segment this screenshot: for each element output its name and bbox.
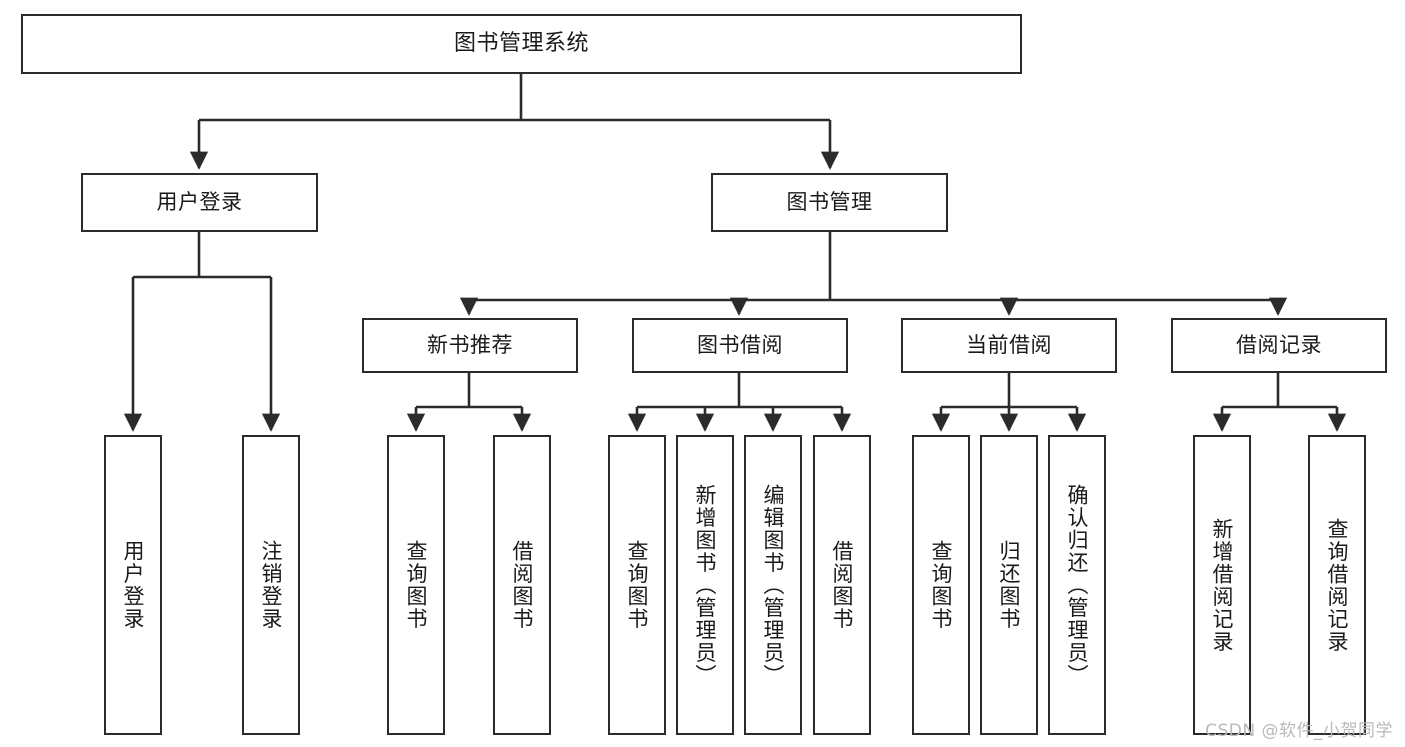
node-leaf-add-borrow-record[interactable]: 新增借阅记录 bbox=[1193, 435, 1251, 735]
node-root-system[interactable]: 图书管理系统 bbox=[21, 14, 1022, 74]
node-leaf-add-book-admin[interactable]: 新增图书（管理员） bbox=[676, 435, 734, 735]
node-leaf-add-borrow-record-label: 新增借阅记录 bbox=[1210, 517, 1235, 653]
node-book-management[interactable]: 图书管理 bbox=[711, 173, 948, 232]
node-user-login[interactable]: 用户登录 bbox=[81, 173, 318, 232]
node-leaf-cb-query-book[interactable]: 查询图书 bbox=[912, 435, 970, 735]
node-borrow-record[interactable]: 借阅记录 bbox=[1171, 318, 1387, 373]
node-leaf-nb-query-book[interactable]: 查询图书 bbox=[387, 435, 445, 735]
node-leaf-query-borrow-record-label: 查询借阅记录 bbox=[1325, 517, 1350, 653]
node-leaf-confirm-return-admin[interactable]: 确认归还（管理员） bbox=[1048, 435, 1106, 735]
node-root-system-label: 图书管理系统 bbox=[453, 31, 589, 57]
node-leaf-query-borrow-record[interactable]: 查询借阅记录 bbox=[1308, 435, 1366, 735]
node-book-management-label: 图书管理 bbox=[786, 190, 873, 215]
node-leaf-return-book-label: 归还图书 bbox=[997, 540, 1022, 630]
node-user-login-label: 用户登录 bbox=[156, 190, 243, 215]
node-leaf-user-login-label: 用户登录 bbox=[121, 540, 146, 630]
node-leaf-edit-book-admin-label: 编辑图书（管理员） bbox=[761, 483, 786, 687]
node-leaf-logout-label: 注销登录 bbox=[259, 540, 284, 630]
csdn-watermark: CSDN @软件_小贺同学 bbox=[1205, 721, 1393, 741]
node-leaf-edit-book-admin[interactable]: 编辑图书（管理员） bbox=[744, 435, 802, 735]
node-leaf-nb-query-book-label: 查询图书 bbox=[404, 540, 429, 630]
node-leaf-cb-query-book-label: 查询图书 bbox=[929, 540, 954, 630]
node-leaf-return-book[interactable]: 归还图书 bbox=[980, 435, 1038, 735]
node-leaf-bb-query-book[interactable]: 查询图书 bbox=[608, 435, 666, 735]
node-borrow-record-label: 借阅记录 bbox=[1236, 333, 1322, 358]
node-current-borrow-label: 当前借阅 bbox=[966, 333, 1052, 358]
node-book-borrow-label: 图书借阅 bbox=[697, 333, 783, 358]
node-new-book-recommend[interactable]: 新书推荐 bbox=[362, 318, 578, 373]
node-leaf-nb-borrow-book-label: 借阅图书 bbox=[510, 540, 535, 630]
node-leaf-bb-borrow-book-label: 借阅图书 bbox=[830, 540, 855, 630]
node-leaf-bb-query-book-label: 查询图书 bbox=[625, 540, 650, 630]
node-leaf-logout[interactable]: 注销登录 bbox=[242, 435, 300, 735]
node-book-borrow[interactable]: 图书借阅 bbox=[632, 318, 848, 373]
node-leaf-user-login[interactable]: 用户登录 bbox=[104, 435, 162, 735]
node-leaf-add-book-admin-label: 新增图书（管理员） bbox=[693, 483, 718, 687]
node-current-borrow[interactable]: 当前借阅 bbox=[901, 318, 1117, 373]
node-leaf-bb-borrow-book[interactable]: 借阅图书 bbox=[813, 435, 871, 735]
node-new-book-recommend-label: 新书推荐 bbox=[427, 333, 513, 358]
node-leaf-nb-borrow-book[interactable]: 借阅图书 bbox=[493, 435, 551, 735]
node-leaf-confirm-return-admin-label: 确认归还（管理员） bbox=[1065, 483, 1090, 687]
